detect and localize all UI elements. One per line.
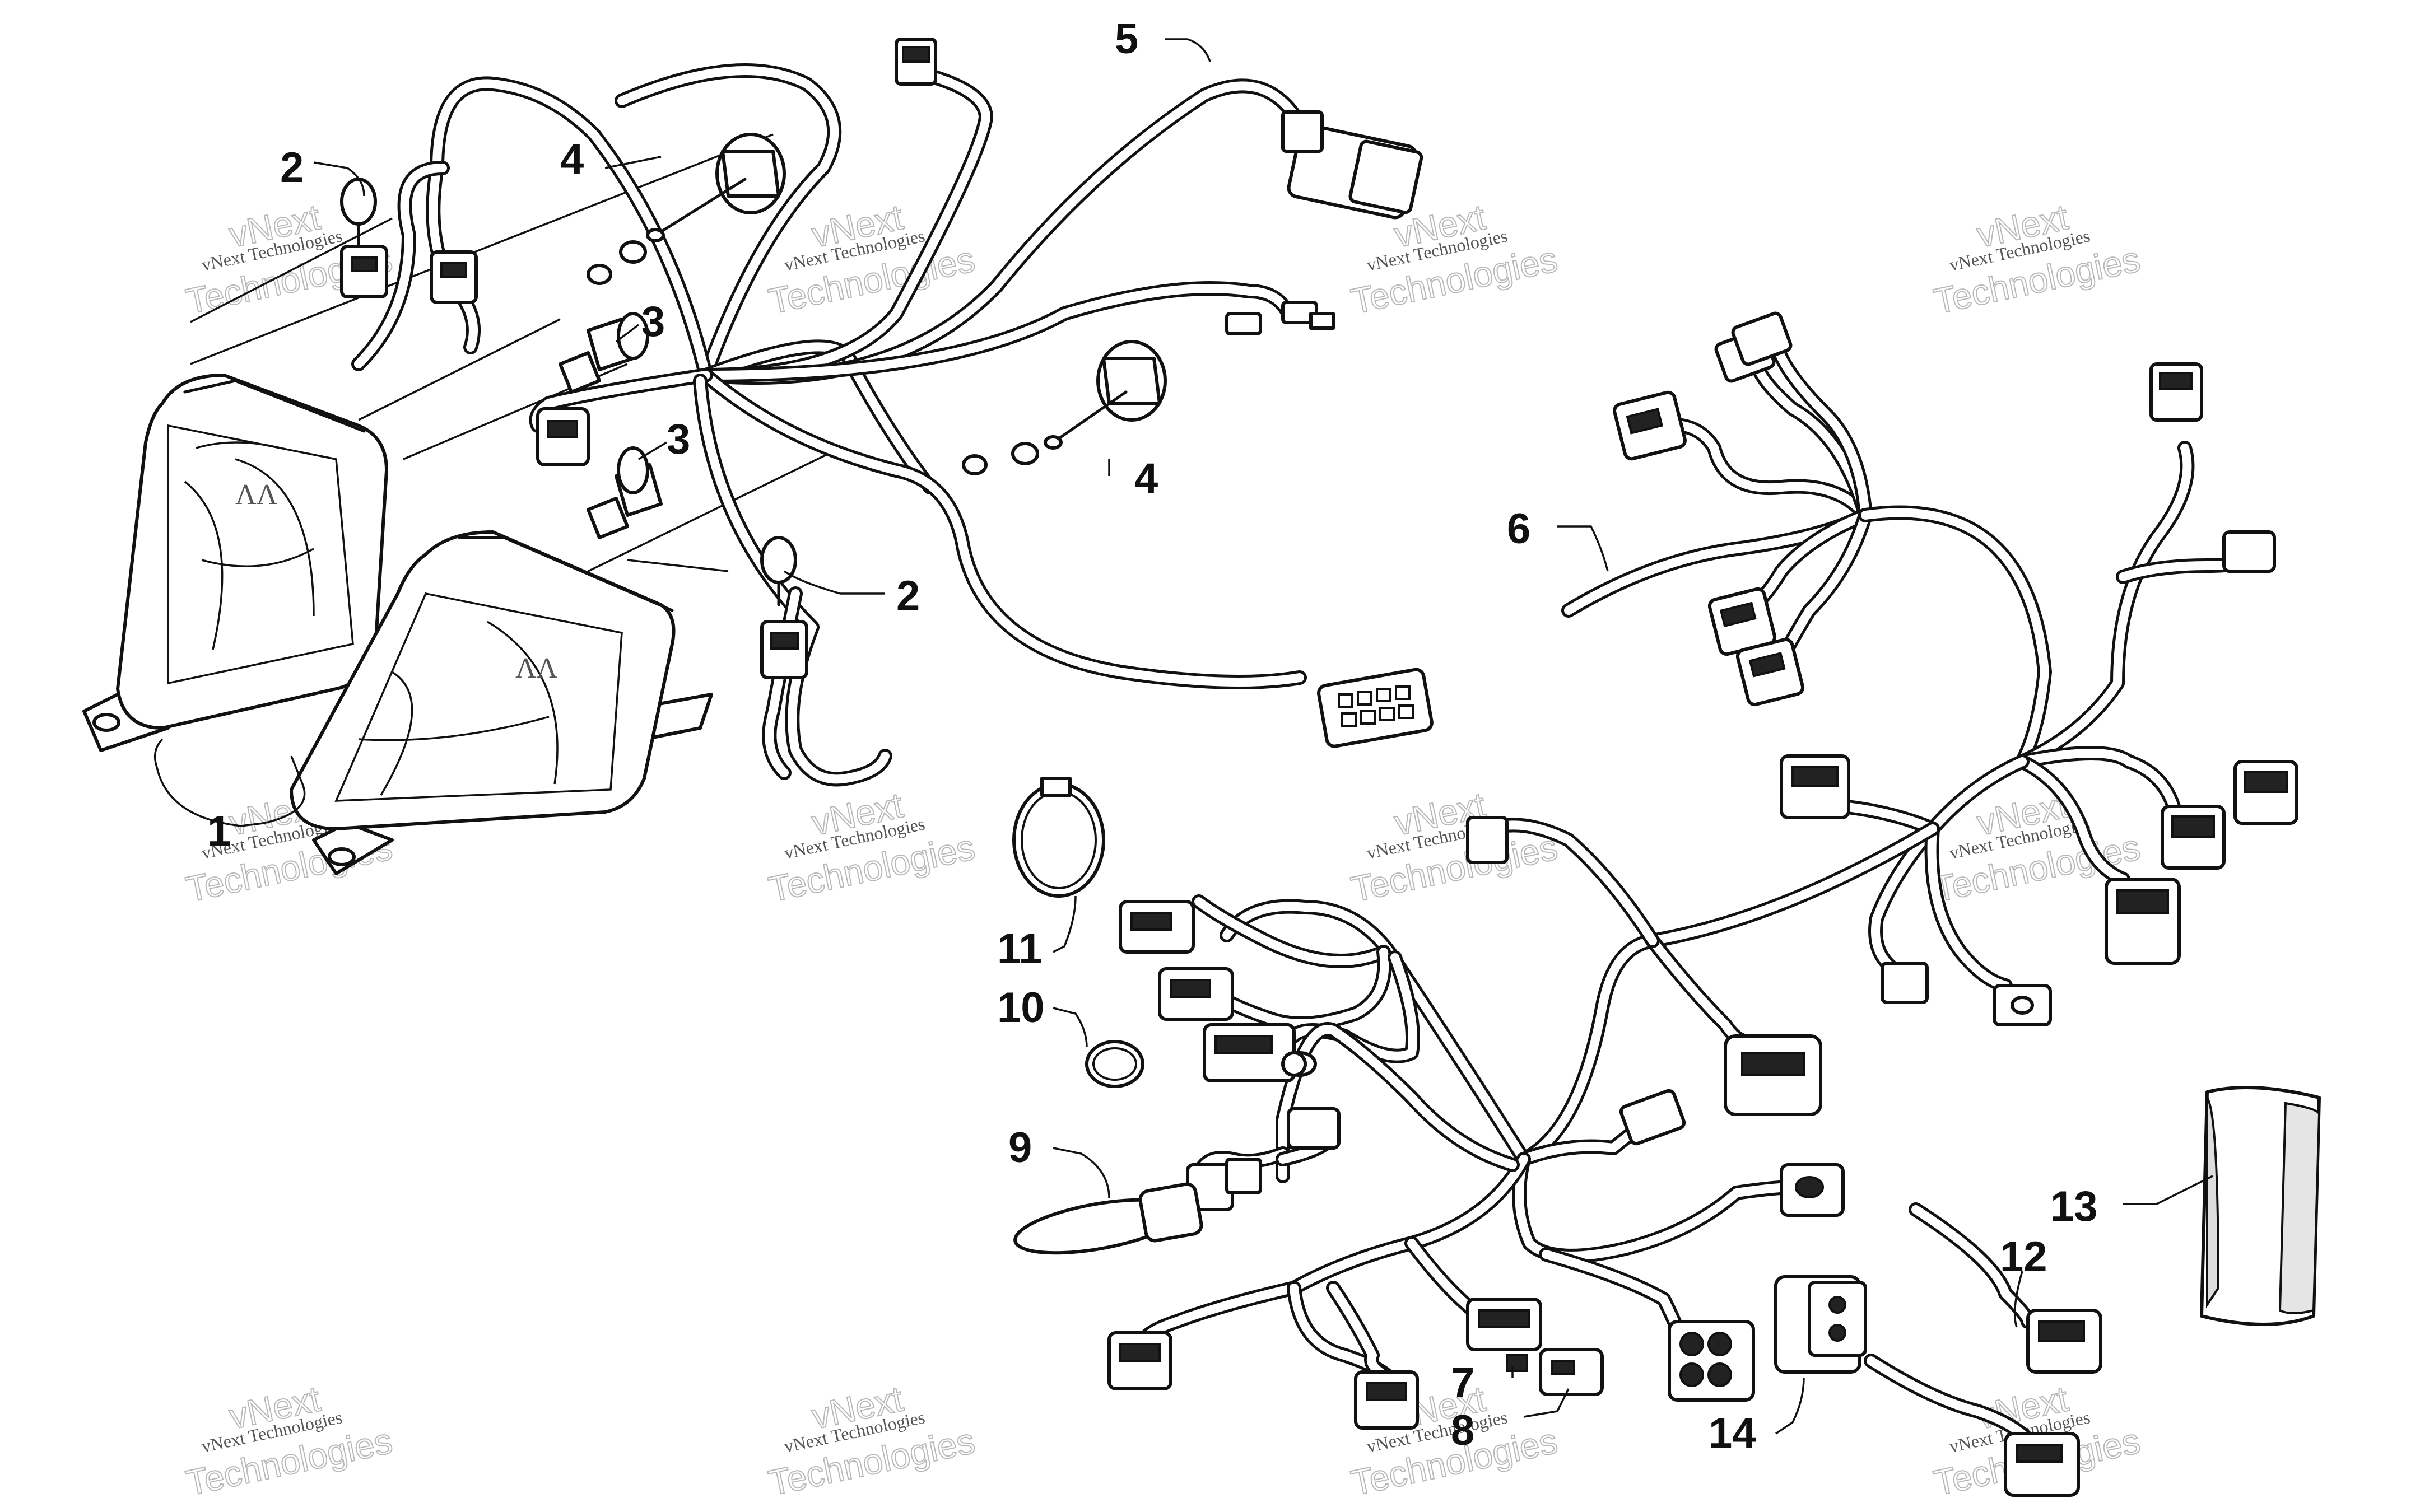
callout-10: 10 <box>997 984 1045 1032</box>
socket-2-lower <box>760 536 797 606</box>
leader-lines <box>153 38 2213 1435</box>
bulb-3-lower <box>587 446 663 539</box>
callout-7: 7 <box>1451 1359 1474 1407</box>
svg-text:ΛΛ: ΛΛ <box>515 652 558 684</box>
callout-9: 9 <box>1008 1124 1032 1172</box>
watermark-6: vNext vNext Technologies Technologies <box>765 784 979 910</box>
socket-2-upper <box>340 178 377 248</box>
harness-6-connectors <box>1107 311 2298 1430</box>
part-10-clip <box>1085 1040 1144 1088</box>
callout-4-lower: 4 <box>1134 455 1158 502</box>
callout-1: 1 <box>207 808 231 855</box>
connector-6-w <box>1780 1163 1845 1217</box>
connector-bulb-socket-b <box>340 245 388 298</box>
part-11-clamp <box>1012 777 1105 898</box>
connector-6-l <box>1881 962 1929 1004</box>
callout-8: 8 <box>1451 1407 1474 1454</box>
callout-2-lower: 2 <box>896 572 920 620</box>
callout-2-upper: 2 <box>280 144 304 192</box>
connector-6-g <box>2222 530 2276 573</box>
watermark-4: vNext vNext Technologies Technologies <box>1930 196 2144 322</box>
connector-6-o <box>1466 816 1509 864</box>
watermark-2: vNext vNext Technologies Technologies <box>765 196 979 322</box>
connector-6-u <box>1186 1158 1262 1211</box>
connector-6-a <box>1613 390 1687 461</box>
callout-14: 14 <box>1709 1410 1756 1457</box>
watermark-9: vNext vNext Technologies Technologies <box>182 1378 396 1504</box>
connector-bulb-socket-d <box>760 620 808 679</box>
connector-6-m <box>1993 984 2052 1026</box>
part-13-sleeve <box>2200 1086 2321 1326</box>
headlight-left: ΛΛ <box>82 374 388 752</box>
adjuster-4-lower <box>962 340 1167 475</box>
callout-12: 12 <box>2000 1233 2047 1281</box>
connector-6-z <box>1354 1370 1419 1430</box>
watermark-7: vNext vNext Technologies Technologies <box>1347 784 1561 910</box>
connector-6-x <box>1668 1320 1755 1402</box>
part-12-connector <box>2026 1309 2102 1374</box>
connector-6-r <box>1203 1023 1296 1082</box>
headlight-harness <box>351 63 1307 787</box>
connector-6-i <box>2161 805 2226 870</box>
callout-3-lower: 3 <box>667 416 690 463</box>
connector-6-k <box>1780 754 1850 819</box>
callout-11: 11 <box>997 925 1042 973</box>
watermark-10: vNext vNext Technologies Technologies <box>765 1378 979 1504</box>
part-8-plug <box>1539 1348 1604 1396</box>
upper-harness-connectors <box>340 38 1434 748</box>
connector-6-p <box>1119 900 1195 954</box>
connector-multi-pin <box>1317 668 1434 748</box>
main-harness-6 <box>1135 334 2265 1446</box>
connector-6-y <box>1107 1331 1172 1390</box>
callout-labels: 1 2 2 3 3 4 4 5 6 7 8 9 10 11 12 13 14 <box>207 15 2098 1457</box>
callout-13: 13 <box>2050 1183 2098 1230</box>
connector-6-aa <box>1466 1298 1542 1351</box>
svg-text:ΛΛ: ΛΛ <box>235 479 278 511</box>
part-9-cable-tie <box>1013 1182 1203 1255</box>
adjuster-4-upper <box>587 133 786 285</box>
connector-6-h <box>2233 760 2298 825</box>
part-7-terminal <box>1506 1354 1528 1372</box>
callout-5: 5 <box>1115 15 1138 63</box>
connector-bulb-socket-c <box>536 407 590 466</box>
connector-bulb-socket-a <box>430 250 478 304</box>
connector-ring-a <box>1281 1051 1307 1077</box>
connector-6-t <box>1287 1107 1341 1150</box>
callout-3-upper: 3 <box>641 298 665 346</box>
connector-6-d <box>1707 587 1777 656</box>
connector-6-n <box>1724 1034 1822 1116</box>
bulb-3-upper <box>559 312 649 394</box>
callout-4-upper: 4 <box>560 136 584 183</box>
connector-spade-pair <box>1225 301 1335 335</box>
projection-lines <box>190 133 841 572</box>
connector-6-e <box>1735 637 1805 707</box>
connector-6-j <box>2105 878 2181 965</box>
part-14-connector <box>1774 1275 2080 1497</box>
connector-top-plug <box>895 38 937 86</box>
connector-6-c <box>1731 311 1793 366</box>
headlight-right: ΛΛ <box>290 530 713 875</box>
callout-6: 6 <box>1507 505 1530 553</box>
connector-6-v <box>1619 1089 1686 1146</box>
connector-main-plug <box>1281 110 1423 220</box>
connector-6-f <box>2149 362 2203 422</box>
connector-6-q <box>1158 967 1234 1021</box>
